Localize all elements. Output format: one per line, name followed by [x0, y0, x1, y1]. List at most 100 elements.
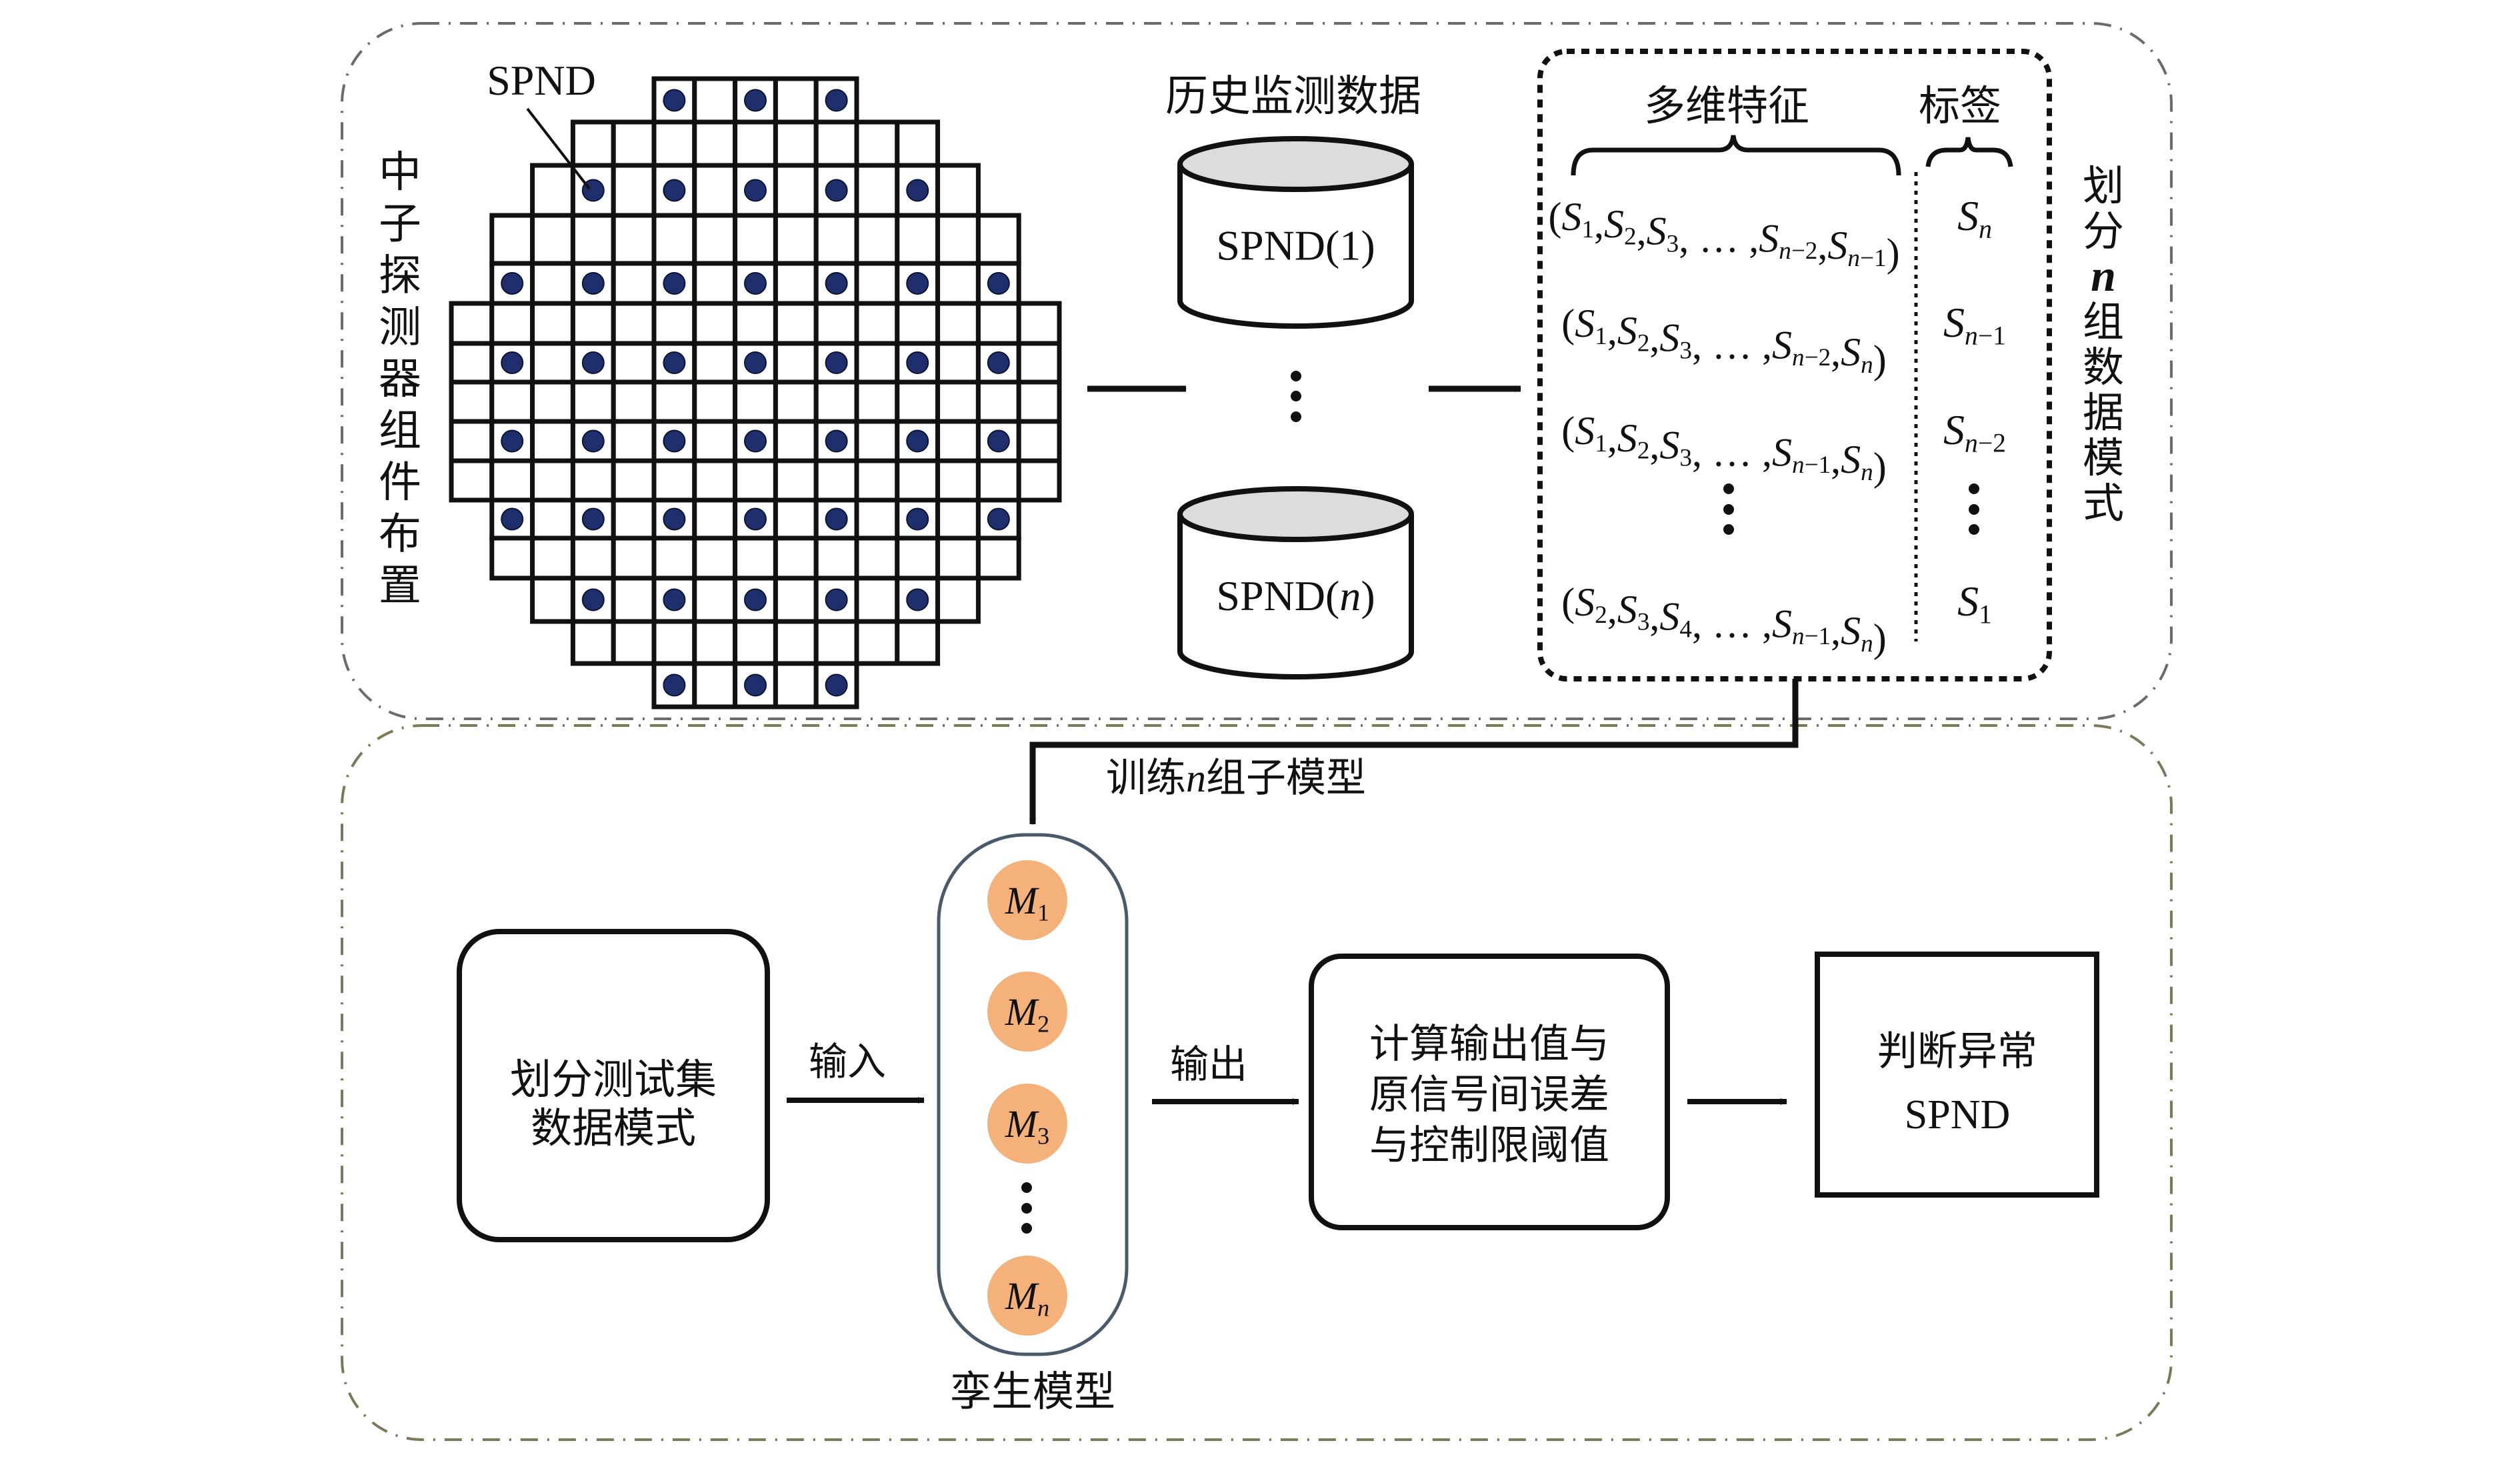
grid-cell	[773, 301, 819, 346]
submodel-circle	[987, 972, 1067, 1052]
spnd-sensor-dot	[906, 272, 929, 295]
grid-cell	[975, 301, 1021, 346]
spnd-callout-label: SPND	[487, 57, 596, 104]
database-label: SPND(n)	[1216, 572, 1375, 619]
submodel-circle	[987, 1084, 1067, 1164]
grid-cell	[813, 661, 859, 709]
grid-cell	[773, 213, 819, 266]
grid-cell	[611, 261, 657, 306]
submodel-circle	[987, 860, 1067, 940]
spnd-sensor-dot	[663, 673, 686, 697]
database-cylinder-spnd-n: SPND(n)	[1177, 486, 1414, 679]
history-ellipsis-icon	[1291, 371, 1301, 422]
patterns-label-char: n	[2091, 250, 2116, 301]
grid-cell	[733, 301, 778, 346]
grid-cell	[651, 379, 697, 424]
grid-cell	[854, 419, 900, 463]
features-brace	[1571, 135, 1901, 176]
grid-cell	[692, 458, 738, 503]
spnd-sensor-dot	[581, 272, 605, 295]
grid-cell	[570, 379, 616, 424]
grid-cell	[530, 458, 575, 503]
grid-cell	[935, 301, 981, 346]
grid-cell	[489, 379, 535, 424]
patterns-label-char: 分	[2083, 207, 2124, 255]
grid-cell	[692, 419, 738, 463]
judge-line-1: 判断异常	[1877, 1028, 2037, 1075]
grid-cell	[773, 419, 819, 463]
train-label-pre: 训练	[1106, 755, 1186, 802]
patterns-label-char: 据	[2083, 388, 2124, 437]
grid-cell	[611, 163, 657, 218]
grid-cell	[449, 341, 495, 385]
grid-cell	[489, 535, 535, 581]
spnd-sensor-dot	[825, 351, 848, 374]
grid-cell	[975, 379, 1021, 424]
train-label: 训练n组子模型	[1106, 755, 1366, 802]
grid-cell	[813, 535, 859, 581]
spnd-sensor-dot	[663, 351, 686, 374]
detector-grid	[449, 76, 1062, 709]
core-layout-label-char: 中	[379, 148, 421, 197]
grid-cell	[530, 535, 575, 581]
spnd-sensor-dot	[987, 272, 1010, 295]
grid-cell	[611, 535, 657, 581]
pattern-feature-tuple: (S1,S2,S3, … ,Sn−2,Sn)	[1561, 301, 1887, 381]
spnd-sensor-dot	[906, 351, 929, 374]
grid-cell	[733, 119, 778, 168]
grid-cell	[611, 458, 657, 503]
grid-cell	[773, 619, 819, 666]
spnd-sensor-dot	[825, 673, 848, 697]
spnd-sensor-dot	[744, 351, 767, 374]
label-brace	[1925, 137, 2013, 167]
grid-cell	[854, 458, 900, 503]
grid-cell	[935, 458, 981, 503]
grid-cell	[854, 379, 900, 424]
grid-cell	[733, 619, 778, 666]
test-set-line-2: 数据模式	[531, 1104, 696, 1152]
grid-cell	[489, 213, 535, 266]
spnd-sensor-dot	[825, 429, 848, 453]
grid-cell	[854, 213, 900, 266]
pattern-features-ellipsis-icon	[1723, 483, 1734, 535]
pattern-label: Sn−2	[1943, 406, 2006, 458]
grid-cell	[530, 163, 575, 218]
grid-cell	[692, 341, 738, 385]
grid-cell	[854, 497, 900, 541]
grid-cell	[733, 213, 778, 266]
cylinder-body	[1177, 164, 1414, 329]
grid-cell	[895, 379, 941, 424]
grid-cell	[692, 76, 738, 125]
grid-cell	[449, 458, 495, 503]
grid-cell	[651, 301, 697, 346]
core-layout-label-char: 器	[379, 355, 421, 404]
grid-cell	[773, 163, 819, 218]
compute-error-box	[1309, 954, 1670, 1230]
twin-model-label: 孪生模型	[950, 1367, 1115, 1416]
submodel-label: M1	[1005, 879, 1049, 926]
pattern-feature-tuple: (S2,S3,S4, … ,Sn−1,Sn)	[1561, 580, 1887, 660]
grid-cell	[651, 535, 697, 581]
compute-line-3: 与控制限阈值	[1369, 1122, 1609, 1169]
grid-cell	[611, 497, 657, 541]
spnd-sensor-dot	[744, 272, 767, 295]
grid-cell	[611, 301, 657, 346]
spnd-sensor-dot	[906, 179, 929, 202]
spnd-sensor-dot	[663, 179, 686, 202]
history-title: 历史监测数据	[1165, 72, 1421, 121]
grid-cell	[773, 341, 819, 385]
grid-cell	[1016, 458, 1062, 503]
grid-cell	[935, 341, 981, 385]
grid-cell	[692, 119, 738, 168]
judge-line-2: SPND	[1905, 1092, 2011, 1138]
grid-cell	[570, 119, 616, 168]
grid-cell	[570, 458, 616, 503]
spnd-sensor-dot	[581, 588, 605, 611]
grid-cell	[530, 261, 575, 306]
pattern-rows: (S1,S2,S3, … ,Sn−2,Sn−1)Sn(S1,S2,S3, … ,…	[1548, 192, 2006, 660]
grid-cell	[935, 419, 981, 463]
database-label: SPND(1)	[1216, 222, 1375, 269]
compute-line-2: 原信号间误差	[1369, 1072, 1609, 1118]
